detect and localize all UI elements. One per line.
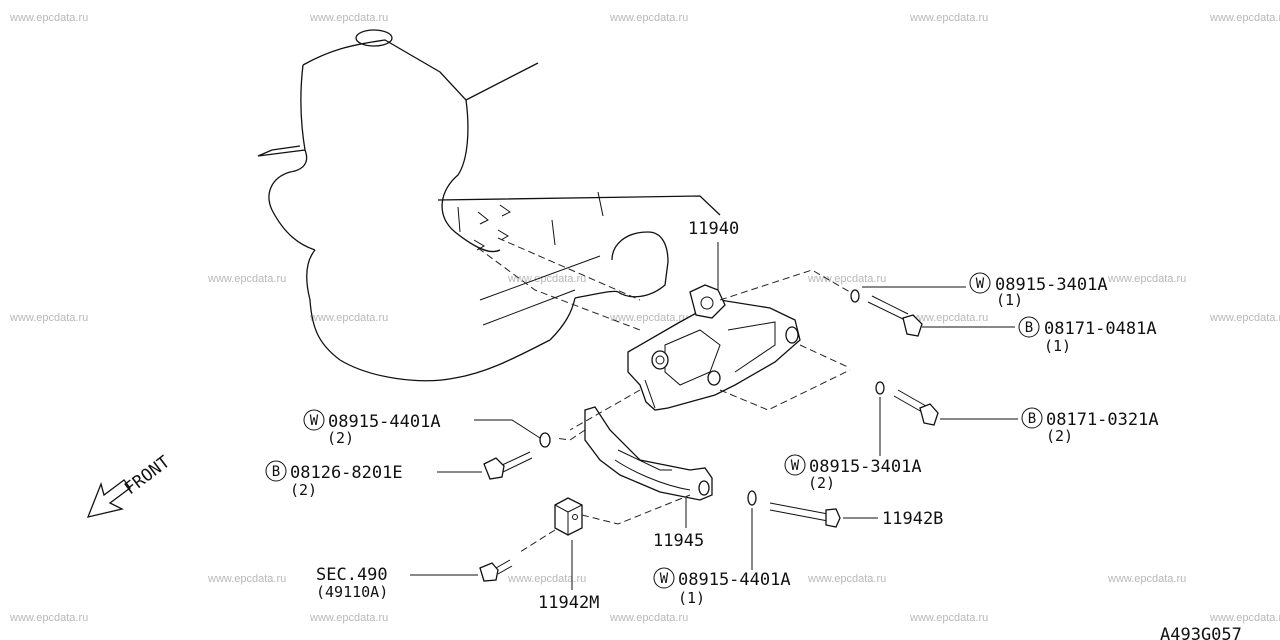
spacer-11942m xyxy=(519,494,691,553)
qty-bolt-top: (1) xyxy=(1044,337,1071,355)
bolt-left-head xyxy=(483,457,505,480)
watermark: www.epcdata.ru xyxy=(1107,573,1186,585)
qty-washer-bottom: (1) xyxy=(678,589,705,607)
watermark: www.epcdata.ru xyxy=(807,273,886,285)
watermark: www.epcdata.ru xyxy=(207,573,286,585)
bolt-right-shank xyxy=(893,389,927,413)
prefix-b: B xyxy=(1025,320,1033,336)
watermark: www.epcdata.ru xyxy=(1209,612,1280,624)
watermark: www.epcdata.ru xyxy=(309,312,388,324)
prefix-b: B xyxy=(272,464,280,480)
label-11945: 11945 xyxy=(653,531,704,551)
label-bolt-right: 08171-0321A xyxy=(1046,410,1159,430)
front-indicator: FRONT xyxy=(86,452,174,518)
front-arrow-icon xyxy=(86,479,131,518)
bolt-right-head xyxy=(919,403,939,426)
label-washer-top: 08915-3401A xyxy=(995,275,1108,295)
bolt-b-shank xyxy=(769,502,829,522)
circle-w xyxy=(969,272,991,294)
bolt-b-head xyxy=(825,508,841,528)
engine-block xyxy=(257,29,721,382)
prefix-w: W xyxy=(660,571,669,587)
watermark: www.epcdata.ru xyxy=(9,612,88,624)
circle-b xyxy=(1018,316,1040,338)
watermark: www.epcdata.ru xyxy=(9,312,88,324)
circle-b xyxy=(1021,407,1043,429)
watermark: www.epcdata.ru xyxy=(609,12,688,24)
watermark: www.epcdata.ru xyxy=(609,612,688,624)
watermark: www.epcdata.ru xyxy=(9,12,88,24)
watermarks: www.epcdata.ru www.epcdata.ru www.epcdat… xyxy=(9,12,1280,624)
stay-11945 xyxy=(554,389,713,501)
bolt-top-head xyxy=(902,314,923,337)
qty-washer-top: (1) xyxy=(996,291,1023,309)
watermark: www.epcdata.ru xyxy=(207,273,286,285)
prefix-b: B xyxy=(1028,411,1036,427)
bracket-11940 xyxy=(627,269,856,411)
prefix-w: W xyxy=(791,458,800,474)
washer-left xyxy=(539,432,551,448)
bolt-sec-shank xyxy=(495,559,513,575)
leader-lines xyxy=(410,242,1018,590)
watermark: www.epcdata.ru xyxy=(507,273,586,285)
watermark: www.epcdata.ru xyxy=(909,612,988,624)
qty-bolt-right: (2) xyxy=(1046,427,1073,445)
circle-w xyxy=(303,409,325,431)
circle-w xyxy=(784,454,806,476)
watermark: www.epcdata.ru xyxy=(909,312,988,324)
label-bolt-top: 08171-0481A xyxy=(1044,319,1157,339)
bolt-sec-head xyxy=(479,562,499,582)
qty-bolt-left: (2) xyxy=(290,481,317,499)
label-49110a: (49110A) xyxy=(316,583,388,601)
circle-w xyxy=(653,567,675,589)
label-washer-bottom: 08915-4401A xyxy=(678,570,791,590)
watermark: www.epcdata.ru xyxy=(309,12,388,24)
label-washer-right: 08915-3401A xyxy=(809,457,922,477)
washer-bottom xyxy=(747,490,757,506)
prefix-w: W xyxy=(976,276,985,292)
label-bolt-left: 08126-8201E xyxy=(290,463,403,483)
watermark: www.epcdata.ru xyxy=(507,573,586,585)
front-label: FRONT xyxy=(121,452,174,499)
hardware xyxy=(479,289,939,582)
diagram-code: A493G057 xyxy=(1160,625,1242,640)
bolt-left-shank xyxy=(499,451,533,473)
watermark: www.epcdata.ru xyxy=(609,312,688,324)
label-washer-left: 08915-4401A xyxy=(328,412,441,432)
washer-right xyxy=(875,381,885,395)
bolt-top-shank xyxy=(867,295,909,321)
prefix-w: W xyxy=(310,413,319,429)
labels: 11940 W 08915-3401A (1) B 08171-0481A (1… xyxy=(265,219,1242,640)
watermark: www.epcdata.ru xyxy=(1107,273,1186,285)
label-11942b: 11942B xyxy=(882,509,943,529)
qty-washer-right: (2) xyxy=(808,474,835,492)
circle-b xyxy=(265,460,287,482)
qty-washer-left: (2) xyxy=(327,429,354,447)
label-11942m: 11942M xyxy=(538,593,599,613)
label-11940: 11940 xyxy=(688,219,739,239)
watermark: www.epcdata.ru xyxy=(309,612,388,624)
watermark: www.epcdata.ru xyxy=(1209,12,1280,24)
watermark: www.epcdata.ru xyxy=(909,12,988,24)
label-sec490: SEC.490 xyxy=(316,565,388,585)
watermark: www.epcdata.ru xyxy=(807,573,886,585)
washer-top xyxy=(850,289,860,303)
watermark: www.epcdata.ru xyxy=(1209,312,1280,324)
